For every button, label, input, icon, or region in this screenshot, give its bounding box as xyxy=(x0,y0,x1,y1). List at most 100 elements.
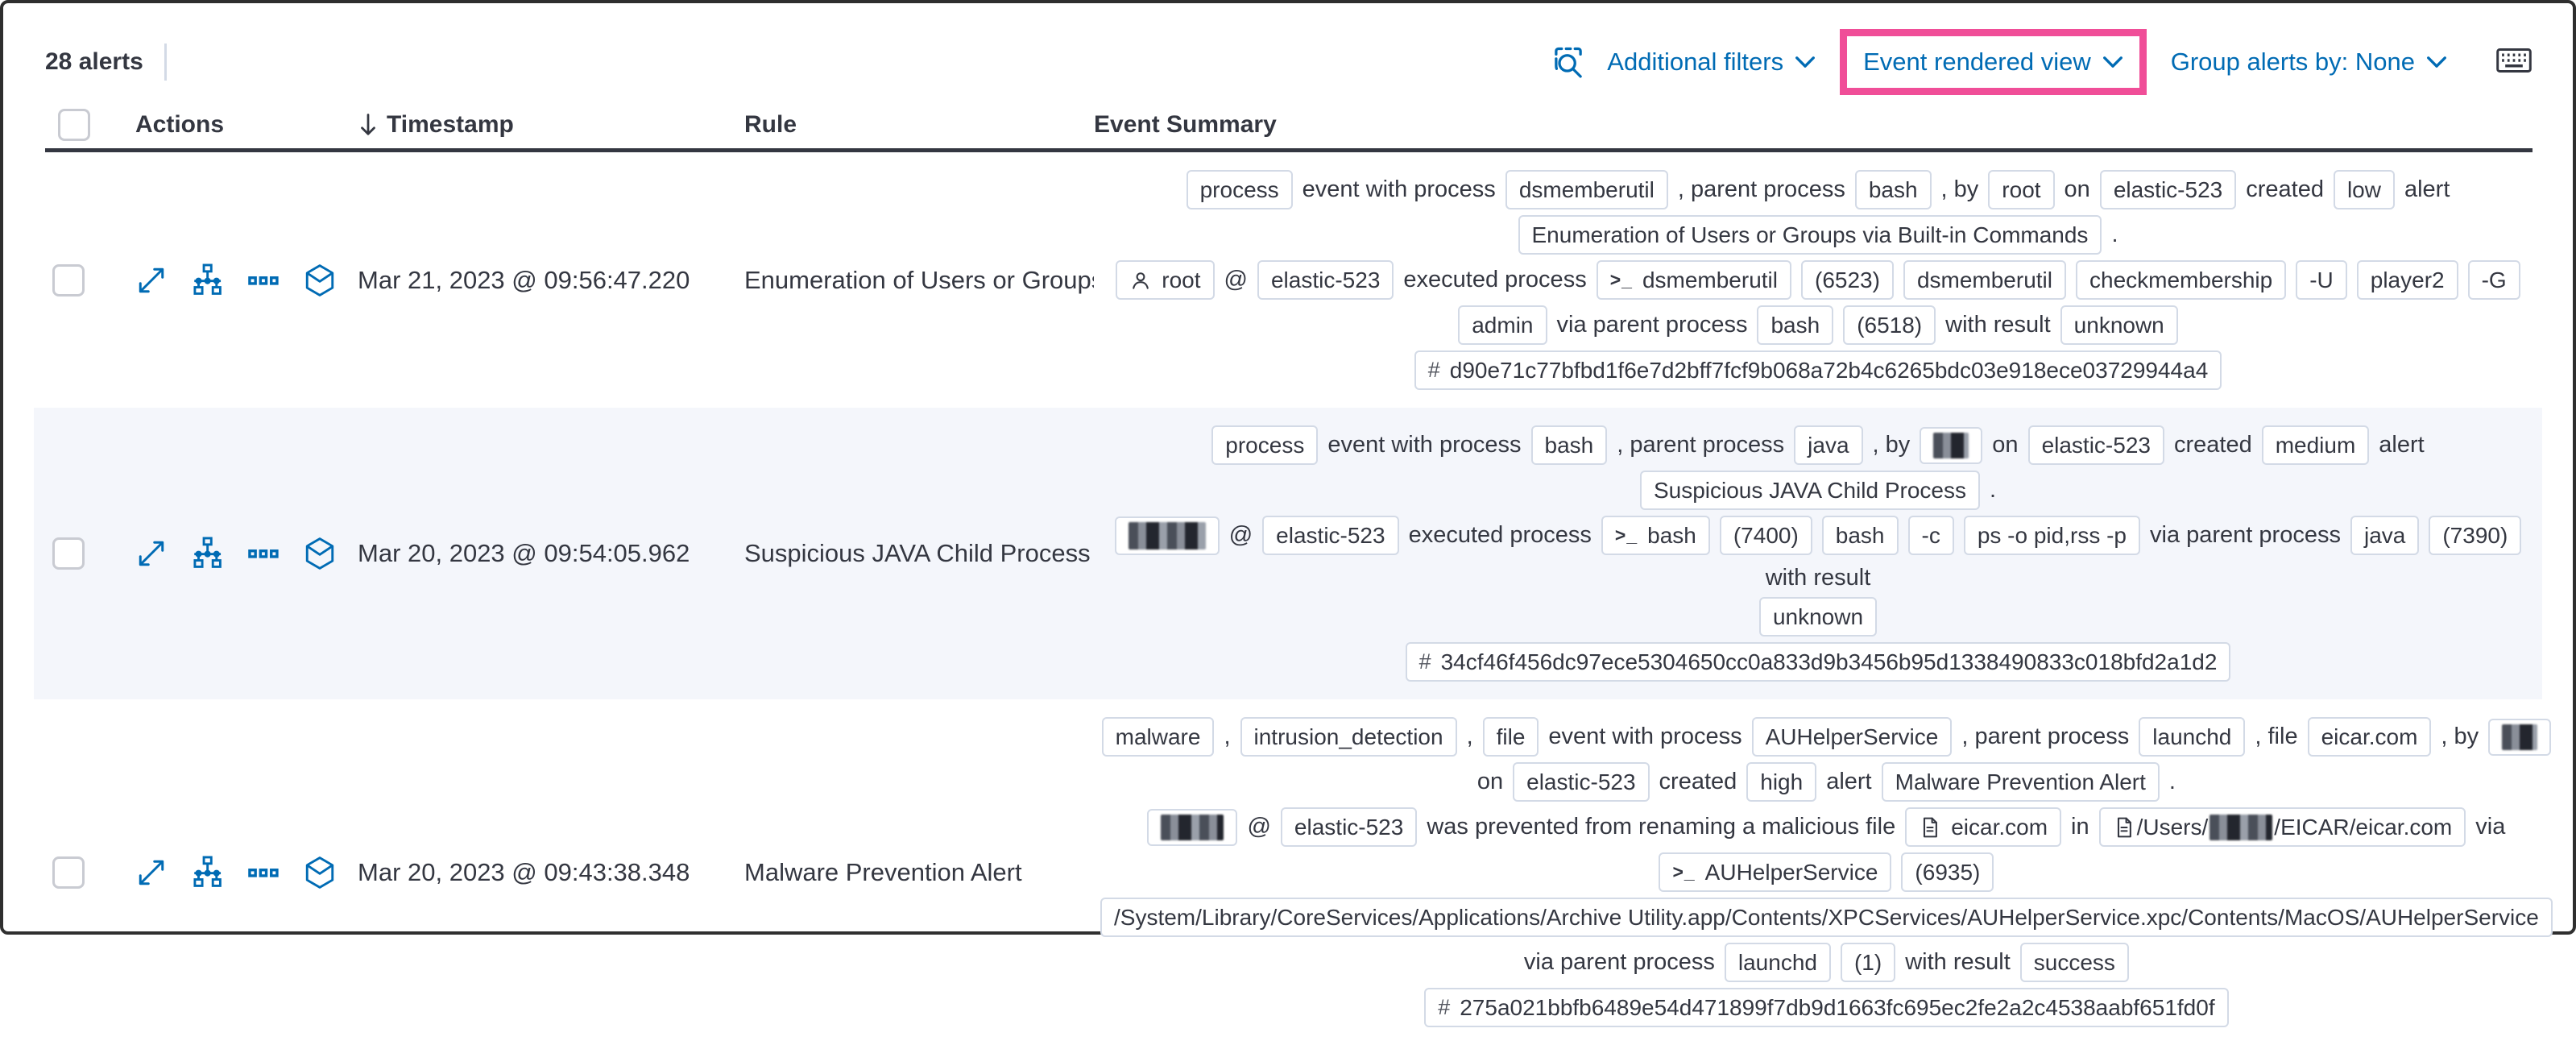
row-checkbox[interactable] xyxy=(52,856,85,889)
summary-text: , by xyxy=(2441,724,2479,749)
event-field-badge[interactable]: (1) xyxy=(1840,943,1896,982)
event-field-badge[interactable]: elastic-523 xyxy=(1280,807,1418,847)
terminal-icon: >_ xyxy=(1609,269,1633,291)
expand-icon[interactable] xyxy=(135,856,168,889)
event-field-badge[interactable]: bash xyxy=(1530,425,1608,465)
view-selector-button[interactable]: Event rendered view xyxy=(1863,48,2123,77)
event-field-badge[interactable]: ps -o pid,rss -p xyxy=(1963,516,2140,555)
event-field-badge[interactable]: elastic-523 xyxy=(1513,762,1650,802)
event-field-badge[interactable]: (7400) xyxy=(1719,516,1812,555)
more-actions-icon[interactable] xyxy=(246,263,280,297)
event-field-badge[interactable]: Suspicious JAVA Child Process xyxy=(1639,471,1980,510)
summary-text: alert xyxy=(1826,769,1872,794)
session-view-icon[interactable] xyxy=(303,263,337,297)
expand-icon[interactable] xyxy=(135,537,168,570)
hash-badge[interactable]: #d90e71c77bfbd1f6e7d2bff7fcf9b068a72b4c6… xyxy=(1414,350,2222,390)
more-actions-icon[interactable] xyxy=(246,537,280,570)
additional-filters-button[interactable]: Additional filters xyxy=(1607,48,1816,77)
event-field-badge[interactable]: unknown xyxy=(1758,597,1878,637)
summary-text: via xyxy=(2475,814,2506,840)
row-checkbox[interactable] xyxy=(52,263,85,296)
summary-text: , xyxy=(1224,724,1231,749)
column-header-event-summary[interactable]: Event Summary xyxy=(1094,111,1277,138)
summary-text: was prevented from renaming a malicious … xyxy=(1427,814,1896,840)
event-field-badge[interactable]: admin xyxy=(1458,305,1547,345)
event-field-badge[interactable]: >_AUHelperService xyxy=(1659,852,1892,892)
event-field-badge[interactable]: root xyxy=(1988,170,2055,209)
event-field-badge[interactable]: root xyxy=(1116,260,1215,300)
hash-icon: # xyxy=(1418,649,1431,674)
event-field-badge[interactable]: (6518) xyxy=(1843,305,1936,345)
event-field-badge[interactable] xyxy=(1920,426,1983,464)
event-field-badge[interactable]: >_bash xyxy=(1601,516,1710,555)
inspect-icon[interactable] xyxy=(1551,44,1586,80)
session-view-icon[interactable] xyxy=(303,537,337,570)
event-field-badge[interactable]: eicar.com xyxy=(2307,717,2432,757)
event-field-badge[interactable]: unknown xyxy=(2060,305,2178,345)
event-field-badge[interactable]: file xyxy=(1482,717,1539,757)
summary-text: , parent process xyxy=(1617,432,1785,458)
event-field-badge[interactable]: (7390) xyxy=(2429,516,2522,555)
group-alerts-button[interactable]: Group alerts by: None xyxy=(2171,48,2447,77)
session-view-icon[interactable] xyxy=(303,856,337,889)
summary-text: with result xyxy=(1945,312,2051,338)
event-field-badge[interactable]: >_dsmemberutil xyxy=(1596,260,1791,300)
event-field-badge[interactable]: -c xyxy=(1907,516,1954,555)
analyzer-icon[interactable] xyxy=(190,263,224,297)
event-field-badge[interactable]: process xyxy=(1186,170,1293,209)
more-actions-icon[interactable] xyxy=(246,856,280,889)
event-field-badge[interactable]: player2 xyxy=(2356,260,2458,300)
event-field-badge[interactable]: medium xyxy=(2261,425,2370,465)
event-field-badge[interactable]: bash xyxy=(1854,170,1932,209)
event-field-badge[interactable]: intrusion_detection xyxy=(1240,717,1457,757)
event-field-badge[interactable]: process xyxy=(1211,425,1319,465)
keyboard-icon[interactable] xyxy=(2495,44,2533,77)
select-all-checkbox[interactable] xyxy=(58,109,90,141)
event-field-badge[interactable]: elastic-523 xyxy=(1257,260,1394,300)
event-field-badge[interactable]: java xyxy=(1794,425,1863,465)
summary-text: , file xyxy=(2255,724,2298,749)
event-field-badge[interactable] xyxy=(1114,516,1220,555)
event-field-badge[interactable]: /System/Library/CoreServices/Application… xyxy=(1100,898,2553,937)
column-header-timestamp[interactable]: Timestamp xyxy=(345,111,723,139)
terminal-icon: >_ xyxy=(1672,861,1696,883)
row-actions xyxy=(103,263,345,297)
event-field-badge[interactable]: dsmemberutil xyxy=(1903,260,2066,300)
event-field-badge[interactable]: checkmembership xyxy=(2076,260,2287,300)
event-field-badge[interactable]: Enumeration of Users or Groups via Built… xyxy=(1518,215,2102,255)
event-field-badge[interactable]: (6935) xyxy=(1901,852,1994,892)
expand-icon[interactable] xyxy=(135,264,168,296)
event-field-badge[interactable]: AUHelperService xyxy=(1751,717,1953,757)
column-header-actions[interactable]: Actions xyxy=(135,111,225,138)
event-field-badge[interactable] xyxy=(2488,718,2552,756)
event-field-badge[interactable]: eicar.com xyxy=(1905,807,2062,847)
event-field-badge[interactable]: /Users//EICAR/eicar.com xyxy=(2098,807,2466,847)
hash-badge[interactable]: #275a021bbfb6489e54d471899f7db9d1663fc69… xyxy=(1424,988,2229,1027)
event-field-badge[interactable]: -U xyxy=(2296,260,2347,300)
event-field-badge[interactable]: elastic-523 xyxy=(1262,516,1399,555)
event-field-badge[interactable]: success xyxy=(2019,943,2129,982)
event-field-badge[interactable]: bash xyxy=(1757,305,1834,345)
event-field-badge[interactable]: launchd xyxy=(2139,717,2246,757)
analyzer-icon[interactable] xyxy=(190,537,224,570)
event-field-badge[interactable]: elastic-523 xyxy=(2027,425,2164,465)
column-header-rule[interactable]: Rule xyxy=(744,111,797,138)
event-field-badge[interactable]: -G xyxy=(2467,260,2520,300)
event-field-badge[interactable]: high xyxy=(1746,762,1817,802)
event-field-badge[interactable]: malware xyxy=(1101,717,1215,757)
row-checkbox[interactable] xyxy=(52,537,85,570)
event-field-badge[interactable]: java xyxy=(2350,516,2420,555)
alert-rule-name: Malware Prevention Alert xyxy=(744,857,1022,886)
event-field-badge[interactable] xyxy=(1147,808,1238,846)
event-field-badge[interactable]: dsmemberutil xyxy=(1505,170,1668,209)
summary-text: created xyxy=(1659,769,1737,794)
event-field-badge[interactable]: launchd xyxy=(1724,943,1831,982)
event-field-badge[interactable]: bash xyxy=(1821,516,1899,555)
event-field-badge[interactable]: elastic-523 xyxy=(2099,170,2237,209)
hash-badge[interactable]: #34cf46f456dc97ece5304650cc0a833d9b3456b… xyxy=(1405,642,2231,682)
event-field-badge[interactable]: (6523) xyxy=(1801,260,1894,300)
event-field-badge[interactable]: low xyxy=(2333,170,2395,209)
analyzer-icon[interactable] xyxy=(190,856,224,889)
event-field-badge[interactable]: Malware Prevention Alert xyxy=(1881,762,2160,802)
